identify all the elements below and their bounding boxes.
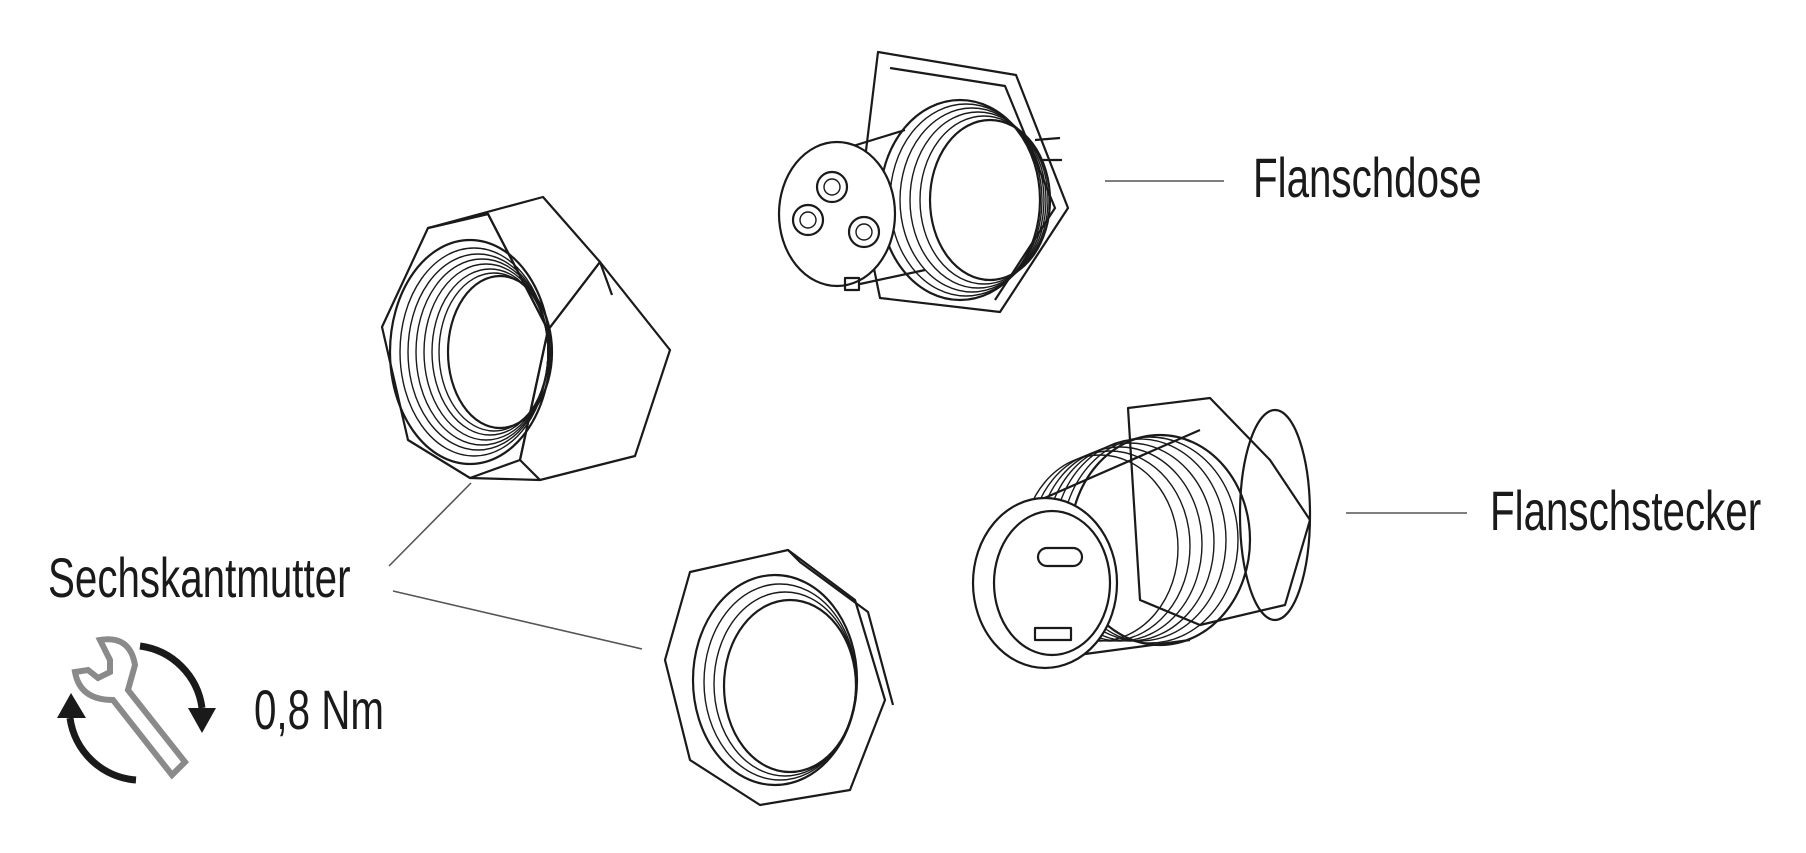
- flange-plug: [971, 396, 1312, 670]
- hex-nut-large: [380, 195, 672, 482]
- label-sechskantmutter: Sechskantmutter: [48, 546, 351, 609]
- wrench-rotate-icon: [57, 636, 216, 784]
- leader-line-nut-thin: [392, 590, 643, 650]
- flange-socket: [777, 50, 1070, 314]
- label-flanschstecker: Flanschstecker: [1490, 479, 1762, 542]
- leader-line-nut-large: [388, 482, 472, 567]
- label-flanschdose: Flanschdose: [1253, 146, 1482, 209]
- torque-value: 0,8 Nm: [254, 678, 384, 741]
- hex-nut-thin: [663, 548, 895, 807]
